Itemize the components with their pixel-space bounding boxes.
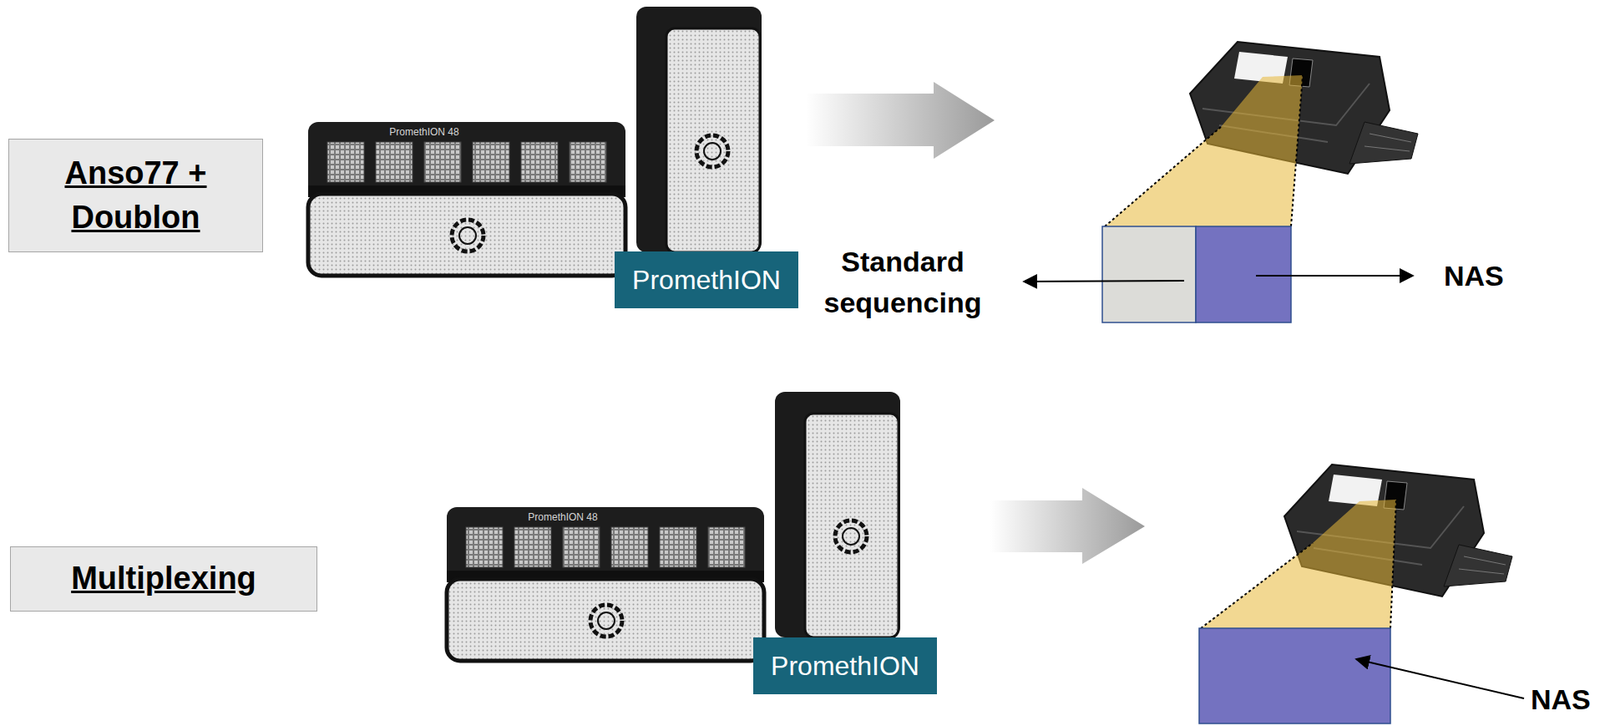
zoom-line xyxy=(1390,499,1397,628)
annotation: NAS xyxy=(1443,258,1504,294)
channel-region xyxy=(1195,226,1292,323)
leader-arrow xyxy=(1356,658,1525,699)
zoom-line xyxy=(1291,75,1303,227)
channel-region xyxy=(1102,226,1196,323)
leader-arrow xyxy=(1023,280,1185,282)
flow-arrow xyxy=(990,487,1145,564)
annotation: NAS xyxy=(1530,682,1591,717)
node-text: Anso77 + Doublon xyxy=(19,151,253,240)
node-text: PromethION xyxy=(632,264,781,296)
zoom-beam xyxy=(1200,499,1397,628)
device-label: PromethION xyxy=(753,637,937,694)
leader-arrow xyxy=(1255,274,1413,277)
zoom-line xyxy=(1200,542,1313,628)
device-text: PromethION 48 xyxy=(527,511,598,523)
zoom-line xyxy=(1104,126,1221,227)
method-box: Anso77 + Doublon xyxy=(8,138,264,253)
promethion-device xyxy=(446,391,901,661)
node-text: Multiplexing xyxy=(70,556,257,601)
device-label: PromethION xyxy=(614,251,799,309)
promethion-device xyxy=(308,6,762,276)
device-text: PromethION 48 xyxy=(389,126,459,138)
flow-arrow xyxy=(805,81,995,159)
annotation: Standard sequencing xyxy=(813,241,993,325)
node-text: PromethION xyxy=(770,650,920,682)
channel-region xyxy=(1199,627,1391,724)
zoom-beam xyxy=(1104,75,1303,227)
method-box: Multiplexing xyxy=(10,546,318,612)
